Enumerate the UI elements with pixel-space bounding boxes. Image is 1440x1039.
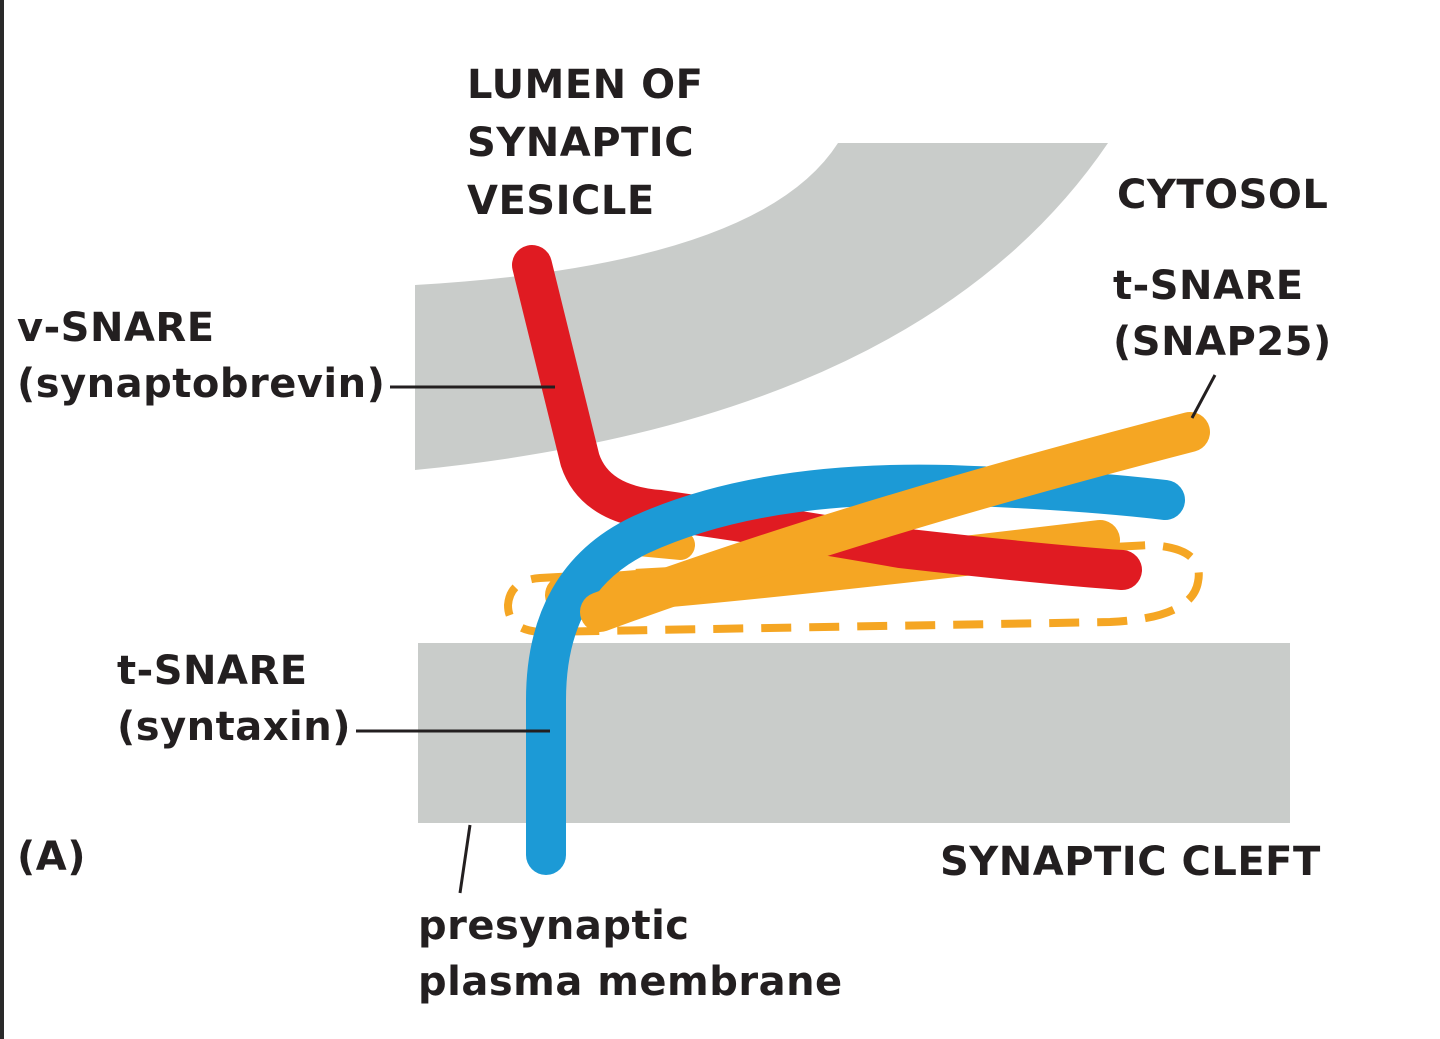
panel-label: (A) [17, 834, 87, 880]
membrane-label: presynaptic plasma membrane [418, 898, 843, 1010]
membrane-line-2: plasma membrane [418, 959, 843, 1005]
lumen-label: LUMEN OF SYNAPTIC VESICLE [467, 56, 703, 230]
cytosol-label: CYTOSOL [1117, 172, 1329, 218]
left-border [0, 0, 4, 1039]
membrane-line-1: presynaptic [418, 903, 690, 949]
t-snare-syntaxin-line-2: (syntaxin) [117, 704, 352, 750]
membrane-leader [458, 824, 472, 894]
t-snare-snap25-label: t-SNARE (SNAP25) [1113, 258, 1332, 370]
lumen-line-2: SYNAPTIC [467, 120, 695, 166]
snap25-dashed-outline [503, 540, 1203, 637]
t-snare-syntaxin [526, 464, 1185, 875]
vesicle-membrane [415, 143, 1108, 470]
snap25-leader [1190, 374, 1217, 419]
synaptic-cleft-label: SYNAPTIC CLEFT [940, 839, 1321, 885]
lumen-line-1: LUMEN OF [467, 62, 704, 108]
t-snare-snap25-line-1: t-SNARE [1113, 263, 1304, 309]
t-snare-syntaxin-label: t-SNARE (syntaxin) [117, 643, 351, 755]
snap25-helix-upper [580, 412, 1210, 632]
v-snare-line-1: v-SNARE [17, 305, 215, 351]
v-snare-label: v-SNARE (synaptobrevin) [17, 300, 385, 412]
t-snare-syntaxin-line-1: t-SNARE [117, 648, 308, 694]
t-snare-snap25-line-2: (SNAP25) [1113, 319, 1332, 365]
v-snare-line-2: (synaptobrevin) [17, 361, 386, 407]
lumen-line-3: VESICLE [467, 178, 655, 224]
